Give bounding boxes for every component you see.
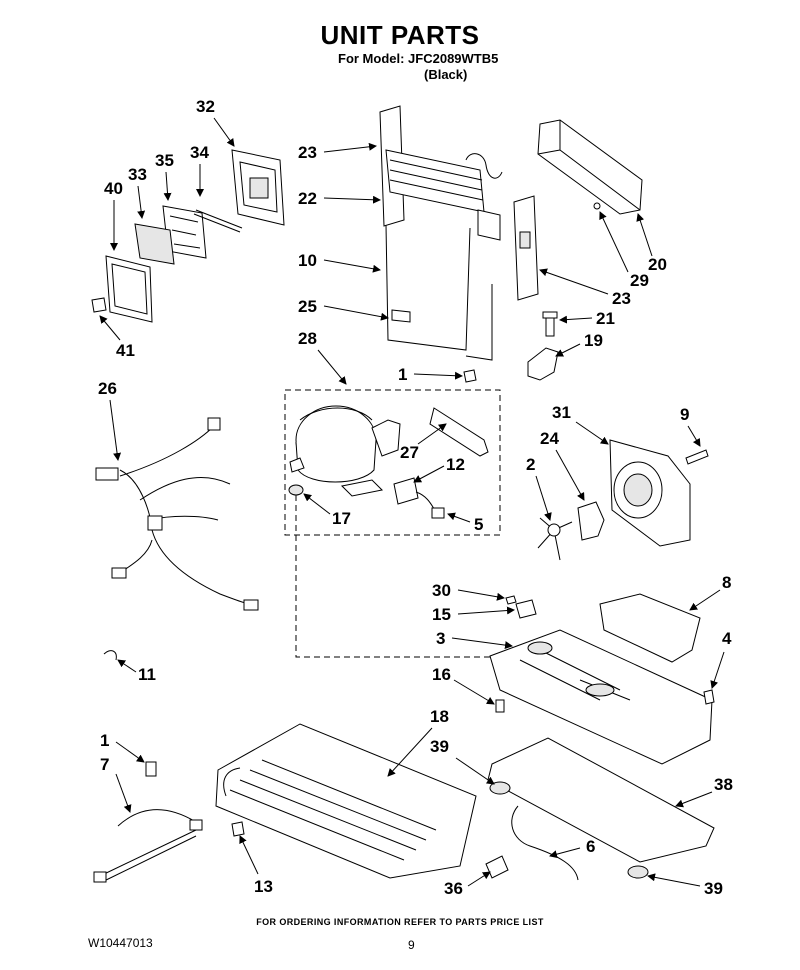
callout-8: 8: [722, 573, 731, 592]
relay-12: [393, 477, 419, 505]
color-line: (Black): [424, 67, 468, 82]
callout-21: 21: [596, 309, 615, 328]
cover-plate-38: [487, 737, 715, 863]
callout-29: 29: [630, 271, 649, 290]
callout-35: 35: [155, 151, 174, 170]
callout-24: 24: [540, 429, 559, 448]
compressor-kit-boundary: [284, 389, 501, 536]
wire-34: [193, 209, 243, 233]
clip-25: [391, 309, 411, 323]
fan-motor-24: [577, 501, 605, 541]
callout-5: 5: [474, 515, 483, 534]
screw-4: [703, 689, 715, 705]
cover-8: [599, 593, 701, 663]
callout-17: 17: [332, 509, 351, 528]
callout-labels: 32 34 35 33 40 41 23 22 10 25 28 20 29 2…: [98, 97, 733, 898]
callout-13: 13: [254, 877, 273, 896]
ordering-note: FOR ORDERING INFORMATION REFER TO PARTS …: [256, 917, 544, 927]
callout-39b: 39: [704, 879, 723, 898]
control-board-group: [91, 149, 285, 323]
callout-23a: 23: [298, 143, 317, 162]
screw-9: [685, 449, 709, 465]
callout-9: 9: [680, 405, 689, 424]
screw-16: [495, 699, 505, 713]
grommet-15: [515, 599, 537, 619]
callout-34: 34: [190, 143, 209, 162]
callout-32: 32: [196, 97, 215, 116]
callout-16: 16: [432, 665, 451, 684]
grommet-17: [288, 484, 304, 496]
part-11: [103, 650, 117, 661]
clip-13: [231, 821, 245, 837]
callout-38: 38: [714, 775, 733, 794]
drier-27: [429, 407, 489, 457]
connector-5: [431, 507, 445, 519]
screw-1a: [463, 369, 477, 383]
callout-30: 30: [432, 581, 451, 600]
callout-18: 18: [430, 707, 449, 726]
document-number: W10447013: [88, 936, 153, 950]
foot-39b: [627, 865, 649, 879]
part-30: [505, 595, 517, 605]
callout-11: 11: [138, 665, 156, 684]
duct-group: [537, 119, 643, 215]
callout-33: 33: [128, 165, 147, 184]
evaporator-group: [379, 105, 539, 361]
callout-36: 36: [444, 879, 463, 898]
screw-41: [91, 297, 107, 313]
fan-blade-2: [537, 517, 573, 561]
callout-31: 31: [552, 403, 571, 422]
callout-27: 27: [400, 443, 419, 462]
page-number: 9: [408, 938, 415, 952]
callout-10: 10: [298, 251, 317, 270]
screw-29: [593, 202, 601, 210]
callout-25: 25: [298, 297, 317, 316]
bracket-19: [527, 347, 559, 381]
harness-group: [95, 417, 259, 661]
control-housing-40: [105, 255, 153, 323]
callout-6: 6: [586, 837, 595, 856]
callout-1b: 1: [100, 731, 109, 750]
model-line: For Model: JFC2089WTB5: [338, 51, 499, 66]
callout-22: 22: [298, 189, 317, 208]
pan-group: [489, 593, 715, 765]
compressor-group: [288, 369, 489, 519]
callout-20: 20: [648, 255, 667, 274]
callout-7: 7: [100, 755, 109, 774]
callout-15: 15: [432, 605, 451, 624]
condenser-group: [215, 723, 477, 879]
callout-4: 4: [722, 629, 732, 648]
tube-6: [511, 805, 579, 881]
wire-harness-26: [119, 469, 259, 607]
heater-10: [385, 224, 471, 351]
callout-3: 3: [436, 629, 445, 648]
condenser-18: [215, 723, 477, 879]
screw-21: [545, 315, 555, 337]
harness-7: [117, 809, 197, 827]
callout-23b: 23: [612, 289, 631, 308]
bracket-group: [527, 311, 559, 381]
harness-7-group: [93, 761, 203, 883]
board-cover-33: [134, 223, 175, 265]
callout-1a: 1: [398, 365, 407, 384]
screw-1b: [145, 761, 157, 777]
callout-39a: 39: [430, 737, 449, 756]
callout-12: 12: [446, 455, 465, 474]
callout-2: 2: [526, 455, 535, 474]
callout-19: 19: [584, 331, 603, 350]
callout-28: 28: [298, 329, 317, 348]
callout-41: 41: [116, 341, 135, 360]
callout-26: 26: [98, 379, 117, 398]
fan-group: [537, 439, 709, 561]
part-36: [485, 855, 509, 879]
page-title: UNIT PARTS: [320, 20, 480, 50]
base-pan-3: [489, 629, 713, 765]
callout-40: 40: [104, 179, 123, 198]
foot-39a: [489, 781, 511, 795]
cover-plate-group: [485, 737, 715, 881]
